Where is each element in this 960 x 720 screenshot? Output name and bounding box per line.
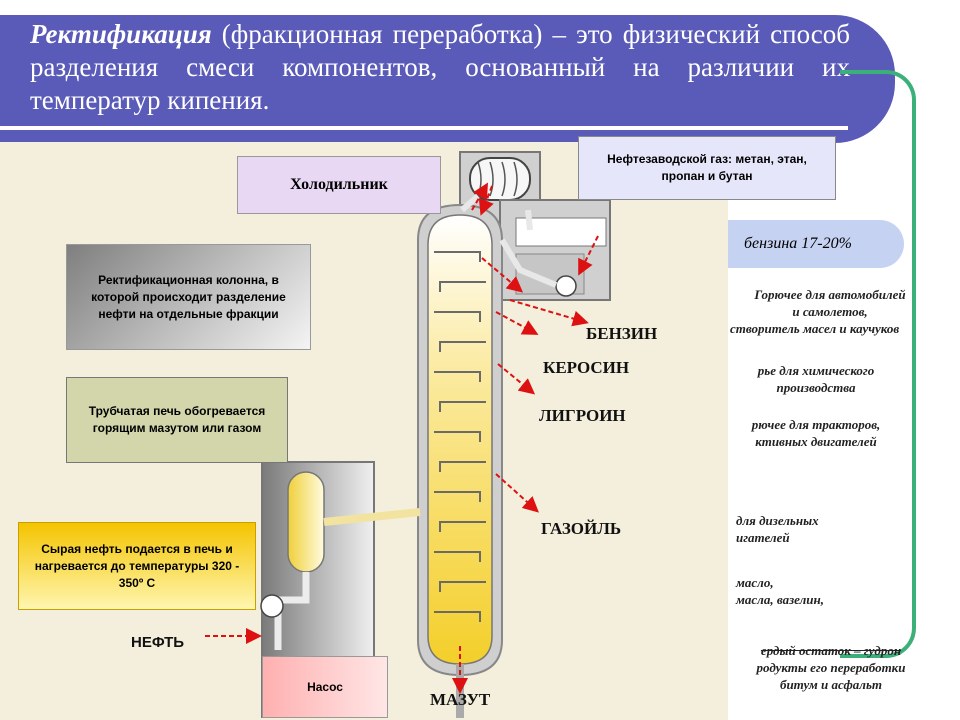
- note-mazut: ердый остаток – гудрон родукты его перер…: [736, 642, 926, 693]
- fraction-mazut: МАЗУТ: [430, 690, 491, 709]
- note-benzin: Горючее для автомобилей и самолетов, ств…: [730, 286, 930, 337]
- note-benzin-line: Горючее для автомобилей: [754, 287, 906, 302]
- crude-oil-box: Сырая нефть подается в печь и нагреваетс…: [18, 522, 256, 610]
- note-mazut-line: ердый остаток – гудрон: [760, 643, 902, 658]
- note-gazoil: для дизельных игателей: [736, 512, 856, 546]
- benzin-share-badge: бензина 17-20%: [728, 220, 904, 268]
- note-kerosin-line: рье для химического: [757, 363, 875, 378]
- definition-text: Ректификация (фракционная переработка) –…: [30, 18, 850, 117]
- note-mazut-line: родукты его переработки: [756, 660, 906, 675]
- benzin-share: бензина 17-20%: [744, 235, 852, 252]
- pump-label: Насос: [307, 680, 343, 694]
- flow-arrows: [205, 182, 599, 694]
- definition-body: (фракционная переработка) – это физическ…: [30, 19, 850, 115]
- input-neft: НЕФТЬ: [131, 634, 185, 651]
- fraction-ligroin: ЛИГРОИН: [539, 406, 626, 425]
- note-ligroin-line: рючее для тракторов,: [751, 417, 881, 432]
- fraction-kerosin: КЕРОСИН: [543, 358, 630, 377]
- fraction-benzin: БЕНЗИН: [586, 324, 658, 343]
- note-ligroin-line: ктивных двигателей: [755, 434, 877, 449]
- note-oils-line: масла, вазелин,: [736, 592, 824, 607]
- definition-banner: [0, 15, 895, 143]
- cooler-box: Холодильник: [237, 156, 441, 214]
- note-gazoil-line: для дизельных: [736, 513, 819, 528]
- note-oils-line: масло,: [736, 575, 774, 590]
- refinery-gas-box: Нефтезаводской газ: метан, этан, пропан …: [578, 136, 836, 200]
- note-mazut-line: битум и асфальт: [779, 677, 883, 692]
- fraction-gazoil: ГАЗОЙЛЬ: [541, 519, 622, 538]
- crude-oil-label: Сырая нефть подается в печь и нагреваетс…: [34, 541, 240, 590]
- furnace-label: Трубчатая печь обогревается горящим мазу…: [88, 404, 266, 435]
- pump-box: Насос: [262, 656, 388, 718]
- note-gazoil-line: игателей: [736, 530, 790, 545]
- note-kerosin: рье для химического производства: [736, 362, 896, 396]
- column-box: Ректификационная колонна, в которой прои…: [66, 244, 311, 350]
- column-label: Ректификационная колонна, в которой прои…: [91, 272, 286, 321]
- definition-term: Ректификация: [30, 19, 212, 49]
- banner-underline: [0, 126, 848, 130]
- note-benzin-line: створитель масел и каучуков: [730, 321, 900, 336]
- note-kerosin-line: производства: [776, 380, 856, 395]
- furnace-box: Трубчатая печь обогревается горящим мазу…: [66, 377, 288, 463]
- column-trays: [434, 251, 486, 622]
- note-ligroin: рючее для тракторов, ктивных двигателей: [736, 416, 896, 450]
- note-oils: масло, масла, вазелин,: [736, 574, 866, 608]
- side-frame: [840, 70, 916, 658]
- refinery-gas-label: Нефтезаводской газ: метан, этан, пропан …: [607, 152, 807, 183]
- note-benzin-line: и самолетов,: [792, 304, 868, 319]
- cooler-label: Холодильник: [290, 176, 388, 193]
